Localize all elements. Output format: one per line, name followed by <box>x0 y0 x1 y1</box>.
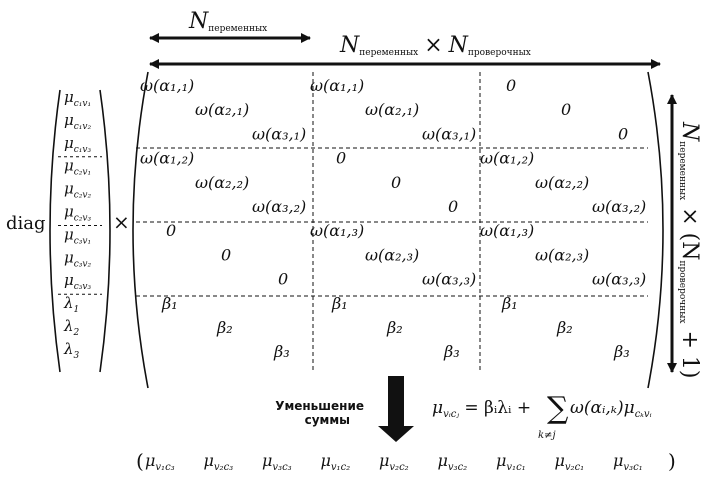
vector-entry: μc₁v₂ <box>64 111 91 132</box>
vector-entry: μc₂v₂ <box>64 180 91 201</box>
reduce-arrow <box>378 376 414 442</box>
matrix-cell: ω(α₃,₁) <box>252 124 306 143</box>
vector-entry: μc₃v₃ <box>64 271 91 292</box>
matrix-cell: β₂ <box>556 318 573 337</box>
matrix-cell: ω(α₂,₁) <box>195 100 249 119</box>
n-vars-arrow: Nпеременных <box>149 9 311 43</box>
result-entry: μv₁c₂ <box>321 451 351 473</box>
result-entry: μv₁c₁ <box>496 451 526 473</box>
matrix-right-paren <box>647 71 664 389</box>
matrix-cell: ω(α₃,₃) <box>592 270 646 289</box>
svg-text:∑: ∑ <box>547 391 569 426</box>
n-matrix-width-arrow: Nпеременных×Nпроверочных <box>149 33 661 69</box>
matrix-cell: ω(α₁,₂) <box>480 149 534 168</box>
matrix-cell: ω(α₁,₃) <box>480 221 534 240</box>
matrix-cell: β₃ <box>443 342 460 361</box>
matrix-cell: 0 <box>221 245 231 264</box>
vector-entry: μc₃v₁ <box>64 225 91 246</box>
svg-text:ω(αᵢ,ₖ)μcₖvᵢ: ω(αᵢ,ₖ)μcₖvᵢ <box>570 398 652 420</box>
n-matrix-height-arrow: Nпеременных × (Nпроверочных + 1) <box>667 94 702 378</box>
result-close-paren: ) <box>668 449 676 473</box>
matrix-cell: β₁ <box>331 294 348 313</box>
matrix-cell: β₁ <box>161 294 178 313</box>
times-sign: × <box>113 210 130 234</box>
result-entry: μv₂c₃ <box>204 451 234 473</box>
result-entry: μv₁c₃ <box>145 451 175 473</box>
matrix-cell: ω(α₂,₃) <box>365 245 419 264</box>
vector-entry: μc₁v₁ <box>64 88 91 109</box>
matrix-cell: 0 <box>506 76 516 95</box>
vector-entry: μc₁v₃ <box>64 134 91 155</box>
reduce-label-line2: суммы <box>305 413 350 427</box>
matrix-cell: 0 <box>391 173 401 192</box>
matrix-cell: ω(α₁,₃) <box>310 221 364 240</box>
matrix-cell: 0 <box>448 197 458 216</box>
svg-text:k≠j: k≠j <box>538 430 556 441</box>
n-width-label: Nпеременных×Nпроверочных <box>339 33 531 58</box>
matrix-cell: β₃ <box>273 342 290 361</box>
update-formula: μvᵢcⱼ = βᵢλᵢ + ∑ k≠j ω(αᵢ,ₖ)μcₖvᵢ <box>432 391 652 441</box>
matrix-cell: β₁ <box>501 294 518 313</box>
diag-label: diag <box>6 213 46 234</box>
vector-entry: λ1 <box>63 294 79 315</box>
result-entry: μv₃c₃ <box>262 451 292 473</box>
matrix-cell: ω(α₃,₂) <box>252 197 306 216</box>
result-entry: μv₃c₁ <box>613 451 643 473</box>
weight-vector: μc₁v₁μc₁v₂μc₁v₃μc₂v₁μc₂v₂μc₂v₃μc₃v₁μc₃v₂… <box>58 88 102 361</box>
matrix-cell: 0 <box>618 124 628 143</box>
matrix-cell: 0 <box>561 100 571 119</box>
result-open-paren: ( <box>136 449 144 473</box>
matrix-cell: ω(α₁,₁) <box>140 76 194 95</box>
matrix-left-paren <box>132 71 149 389</box>
vector-entry: μc₃v₂ <box>64 248 91 269</box>
matrix-cell: ω(α₂,₂) <box>535 173 589 192</box>
matrix-cell: ω(α₁,₁) <box>310 76 364 95</box>
matrix-cells: ω(α₁,₁)ω(α₁,₁)0ω(α₂,₁)ω(α₂,₁)0ω(α₃,₁)ω(α… <box>140 76 646 361</box>
matrix-cell: ω(α₁,₂) <box>140 149 194 168</box>
matrix-cell: 0 <box>336 149 346 168</box>
matrix-cell: ω(α₃,₃) <box>422 270 476 289</box>
result-entry: μv₂c₁ <box>555 451 585 473</box>
n-vars-label: Nпеременных <box>188 9 267 34</box>
vector-entry: λ2 <box>63 317 80 338</box>
matrix-cell: β₂ <box>386 318 403 337</box>
vector-entry: λ3 <box>63 340 80 361</box>
svg-text:μvᵢcⱼ = βᵢλᵢ +: μvᵢcⱼ = βᵢλᵢ + <box>432 398 531 420</box>
matrix-cell: ω(α₂,₂) <box>195 173 249 192</box>
matrix-cell: ω(α₃,₁) <box>422 124 476 143</box>
matrix-cell: ω(α₂,₃) <box>535 245 589 264</box>
matrix-cell: ω(α₂,₁) <box>365 100 419 119</box>
matrix-cell: β₂ <box>216 318 233 337</box>
result-entry: μv₃c₂ <box>438 451 468 473</box>
matrix-cell: ω(α₃,₂) <box>592 197 646 216</box>
vector-entry: μc₂v₃ <box>64 203 91 224</box>
result-entry: μv₂c₂ <box>379 451 409 473</box>
result-vector: ( ) μv₁c₃ μv₂c₃ μv₃c₃ μv₁c₂ μv₂c₂ μv₃c₂ μv₁c₁ μ… <box>136 449 676 473</box>
matrix-cell: 0 <box>278 270 288 289</box>
matrix-separators <box>136 72 648 372</box>
vector-left-paren <box>49 89 61 373</box>
matrix-cell: β₃ <box>613 342 630 361</box>
vector-entry: μc₂v₁ <box>64 157 91 178</box>
matrix-cell: 0 <box>166 221 176 240</box>
n-height-label: Nпеременных × (Nпроверочных + 1) <box>677 121 702 378</box>
vector-right-paren <box>99 89 111 373</box>
reduce-label-line1: Уменьшение <box>275 399 364 413</box>
